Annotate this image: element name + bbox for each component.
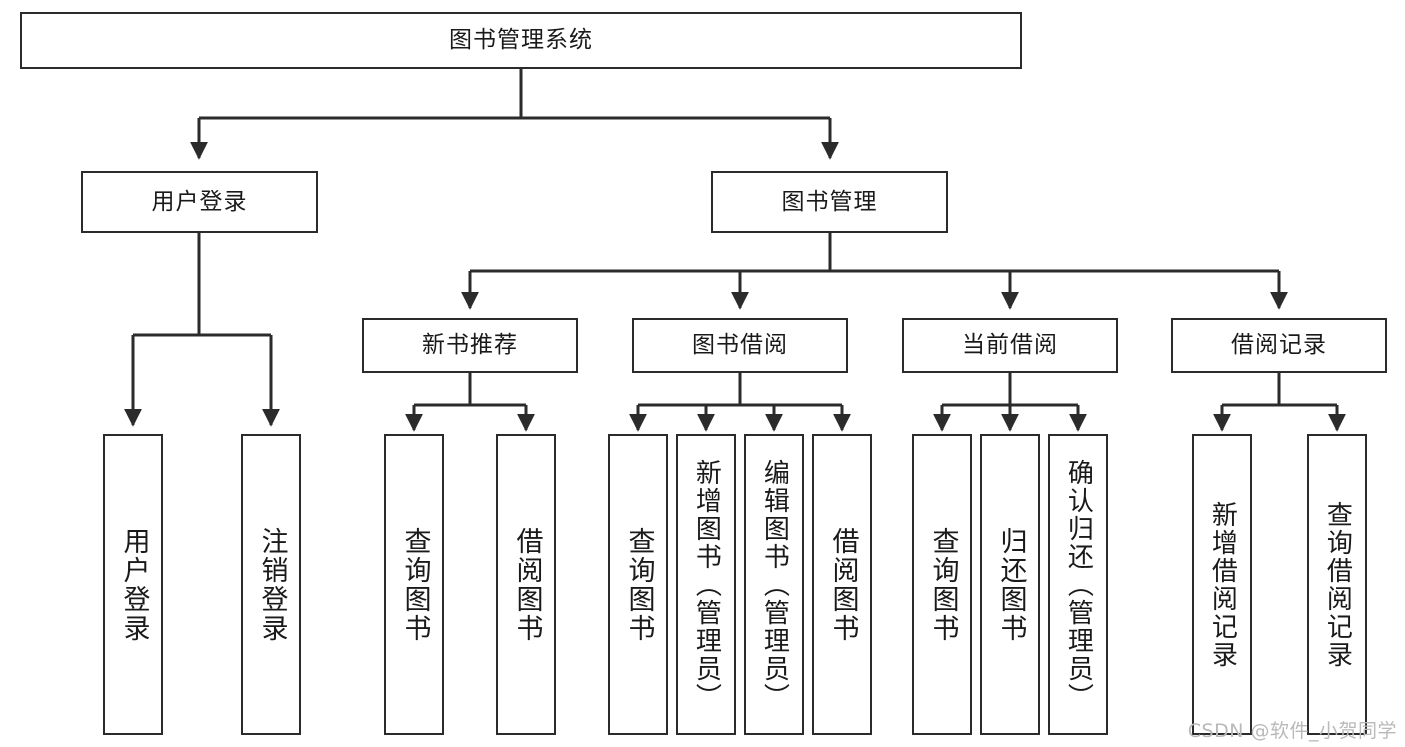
- leaf-new-book-query[interactable]: 查询图书: [384, 434, 444, 735]
- leaf-label: 新增借阅记录: [1207, 500, 1238, 669]
- csdn-watermark: CSDN @软件_小贺同学: [1187, 720, 1397, 742]
- leaf-user-login-login[interactable]: 用户登录: [103, 434, 163, 735]
- node-root[interactable]: 图书管理系统: [20, 12, 1022, 69]
- node-user-login[interactable]: 用户登录: [81, 171, 318, 233]
- node-current-borrow-label: 当前借阅: [962, 332, 1058, 359]
- leaf-book-borrow-query[interactable]: 查询图书: [608, 434, 668, 735]
- node-current-borrow[interactable]: 当前借阅: [902, 318, 1118, 373]
- leaf-borrow-record-query[interactable]: 查询借阅记录: [1307, 434, 1367, 735]
- leaf-label: 归还图书: [995, 526, 1027, 643]
- leaf-label: 查询图书: [399, 526, 431, 643]
- node-book-borrow-label: 图书借阅: [692, 332, 788, 359]
- node-new-book-recommend-label: 新书推荐: [422, 332, 518, 359]
- leaf-current-borrow-confirm[interactable]: 确认归还（管理员）: [1048, 434, 1108, 735]
- leaf-user-login-logout[interactable]: 注销登录: [241, 434, 301, 735]
- node-book-management[interactable]: 图书管理: [711, 171, 948, 233]
- leaf-label: 借阅图书: [827, 526, 859, 643]
- leaf-label: 编辑图书（管理员）: [759, 458, 790, 711]
- node-book-management-label: 图书管理: [781, 188, 878, 215]
- leaf-label: 注销登录: [256, 526, 288, 643]
- leaf-current-borrow-query[interactable]: 查询图书: [912, 434, 972, 735]
- leaf-label: 新增图书（管理员）: [691, 458, 722, 711]
- leaf-current-borrow-return[interactable]: 归还图书: [980, 434, 1040, 735]
- leaf-label: 查询图书: [927, 526, 959, 643]
- leaf-book-borrow-borrow[interactable]: 借阅图书: [812, 434, 872, 735]
- leaf-label: 借阅图书: [511, 526, 543, 643]
- node-root-label: 图书管理系统: [449, 27, 593, 54]
- leaf-book-borrow-add[interactable]: 新增图书（管理员）: [676, 434, 736, 735]
- node-book-borrow[interactable]: 图书借阅: [632, 318, 848, 373]
- leaf-label: 查询图书: [623, 526, 655, 643]
- leaf-label: 查询借阅记录: [1322, 500, 1353, 669]
- node-borrow-record-label: 借阅记录: [1231, 332, 1327, 359]
- leaf-new-book-borrow[interactable]: 借阅图书: [496, 434, 556, 735]
- leaf-book-borrow-edit[interactable]: 编辑图书（管理员）: [744, 434, 804, 735]
- node-borrow-record[interactable]: 借阅记录: [1171, 318, 1387, 373]
- leaf-borrow-record-add[interactable]: 新增借阅记录: [1192, 434, 1252, 735]
- node-new-book-recommend[interactable]: 新书推荐: [362, 318, 578, 373]
- leaf-label: 确认归还（管理员）: [1063, 458, 1094, 711]
- node-user-login-label: 用户登录: [151, 188, 248, 215]
- leaf-label: 用户登录: [118, 526, 150, 643]
